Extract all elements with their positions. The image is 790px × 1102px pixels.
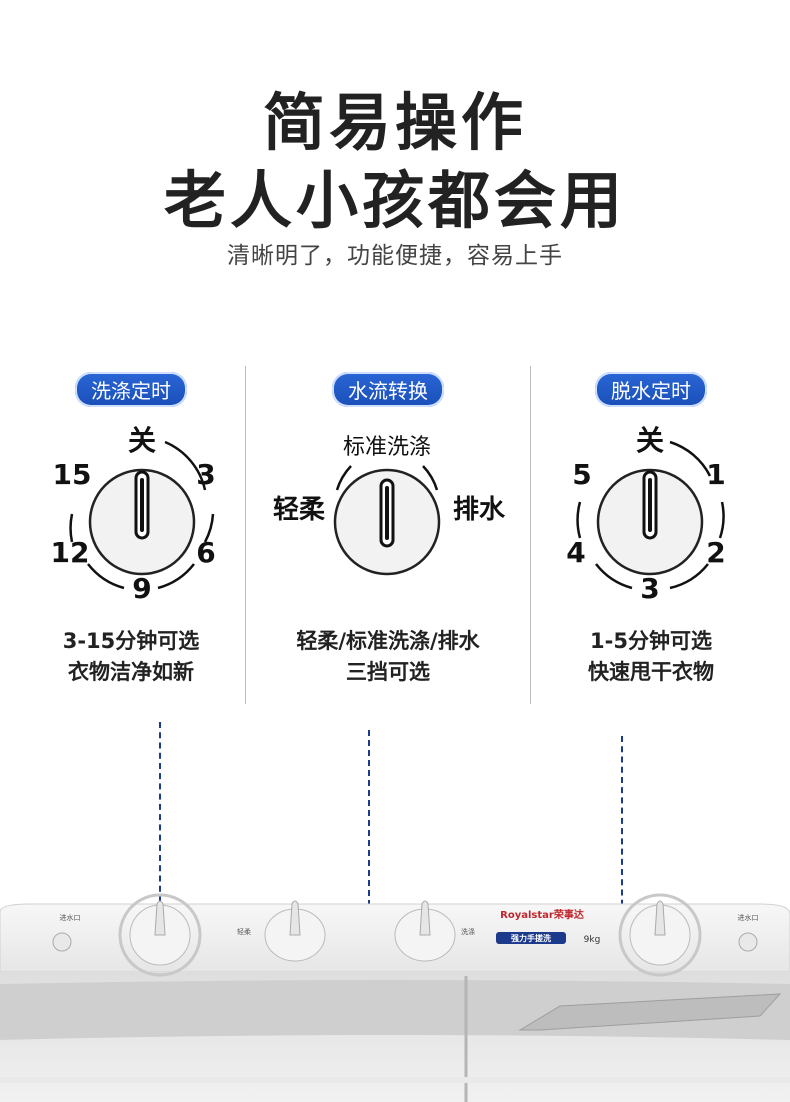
- wash-timer-dial: 关 3 6 9 12 15: [51, 424, 216, 605]
- panel-inlet-left: 进水口: [60, 913, 81, 922]
- spin-timer-badge: 脱水定时: [595, 372, 707, 407]
- dial-label-1: 1: [706, 458, 725, 491]
- caption-line: 快速甩干衣物: [588, 660, 714, 684]
- column-divider-1: [245, 366, 246, 704]
- wash-timer-section: 洗涤定时 关 3 6 9 12 15 3-15分钟可选 衣物洁净如新: [0, 370, 262, 710]
- dial-label-soft: 轻柔: [273, 495, 325, 525]
- caption-line: 1-5分钟可选: [590, 629, 712, 653]
- spin-timer-section: 脱水定时 关 1 2 3 4 5 1-5分钟可选 快速甩干衣物: [520, 370, 782, 710]
- dial-label-12: 12: [51, 536, 90, 569]
- dial-label-2: 2: [706, 536, 725, 569]
- caption-line: 轻柔/标准洗涤/排水: [296, 629, 480, 653]
- water-flow-caption: 轻柔/标准洗涤/排水 三挡可选: [257, 626, 519, 688]
- panel-capacity: 9kg: [584, 935, 601, 945]
- dial-label-6: 6: [196, 536, 215, 569]
- caption-line: 衣物洁净如新: [68, 660, 194, 684]
- panel-label-wash: 洗涤: [461, 927, 475, 936]
- panel-dial-ring-wash: [118, 893, 202, 977]
- washing-machine-panel: 进水口 进水口 轻柔 洗涤 Royalstar荣事达 强力手搓洗 9kg: [0, 893, 790, 1102]
- subtitle: 清晰明了，功能便捷，容易上手: [227, 243, 563, 269]
- panel-button-right[interactable]: [738, 932, 758, 952]
- panel-slogan: 强力手搓洗: [511, 933, 551, 943]
- dial-label-off: 关: [128, 424, 156, 457]
- dial-label-15: 15: [53, 458, 92, 491]
- wash-timer-caption: 3-15分钟可选 衣物洁净如新: [0, 626, 262, 688]
- water-flow-section: 水流转换 标准洗涤 轻柔 排水 轻柔/标准洗涤/排水 三挡可选: [257, 370, 519, 710]
- spin-timer-dial: 关 1 2 3 4 5: [566, 424, 725, 605]
- pointer-line-spin: [621, 736, 623, 916]
- caption-line: 3-15分钟可选: [62, 629, 200, 653]
- water-flow-badge: 水流转换: [332, 372, 444, 407]
- dial-label-off: 关: [636, 424, 664, 457]
- column-divider-2: [530, 366, 531, 704]
- caption-line: 三挡可选: [346, 660, 430, 684]
- panel-button-left[interactable]: [52, 932, 72, 952]
- spin-timer-caption: 1-5分钟可选 快速甩干衣物: [520, 626, 782, 688]
- dial-label-4: 4: [566, 536, 585, 569]
- dial-label-3: 3: [196, 458, 215, 491]
- panel-inlet-right: 进水口: [738, 913, 759, 922]
- main-title-line2: 老人小孩都会用: [163, 164, 626, 237]
- panel-dial-ring-spin: [618, 893, 702, 977]
- pointer-line-wash: [159, 722, 161, 902]
- main-title-line1: 简易操作: [262, 86, 527, 159]
- water-flow-dial: 标准洗涤 轻柔 排水: [273, 435, 506, 576]
- pointer-line-flow: [368, 730, 370, 916]
- dial-label-5: 5: [572, 458, 591, 491]
- dial-label-9: 9: [132, 572, 151, 605]
- panel-slogan-bg: [496, 932, 566, 944]
- wash-timer-badge: 洗涤定时: [75, 372, 187, 407]
- dial-label-drain: 排水: [453, 495, 506, 525]
- panel-label-soft: 轻柔: [237, 927, 251, 936]
- dial-label-standard: 标准洗涤: [343, 435, 431, 460]
- dial-label-3: 3: [640, 572, 659, 605]
- panel-brand: Royalstar荣事达: [500, 908, 584, 921]
